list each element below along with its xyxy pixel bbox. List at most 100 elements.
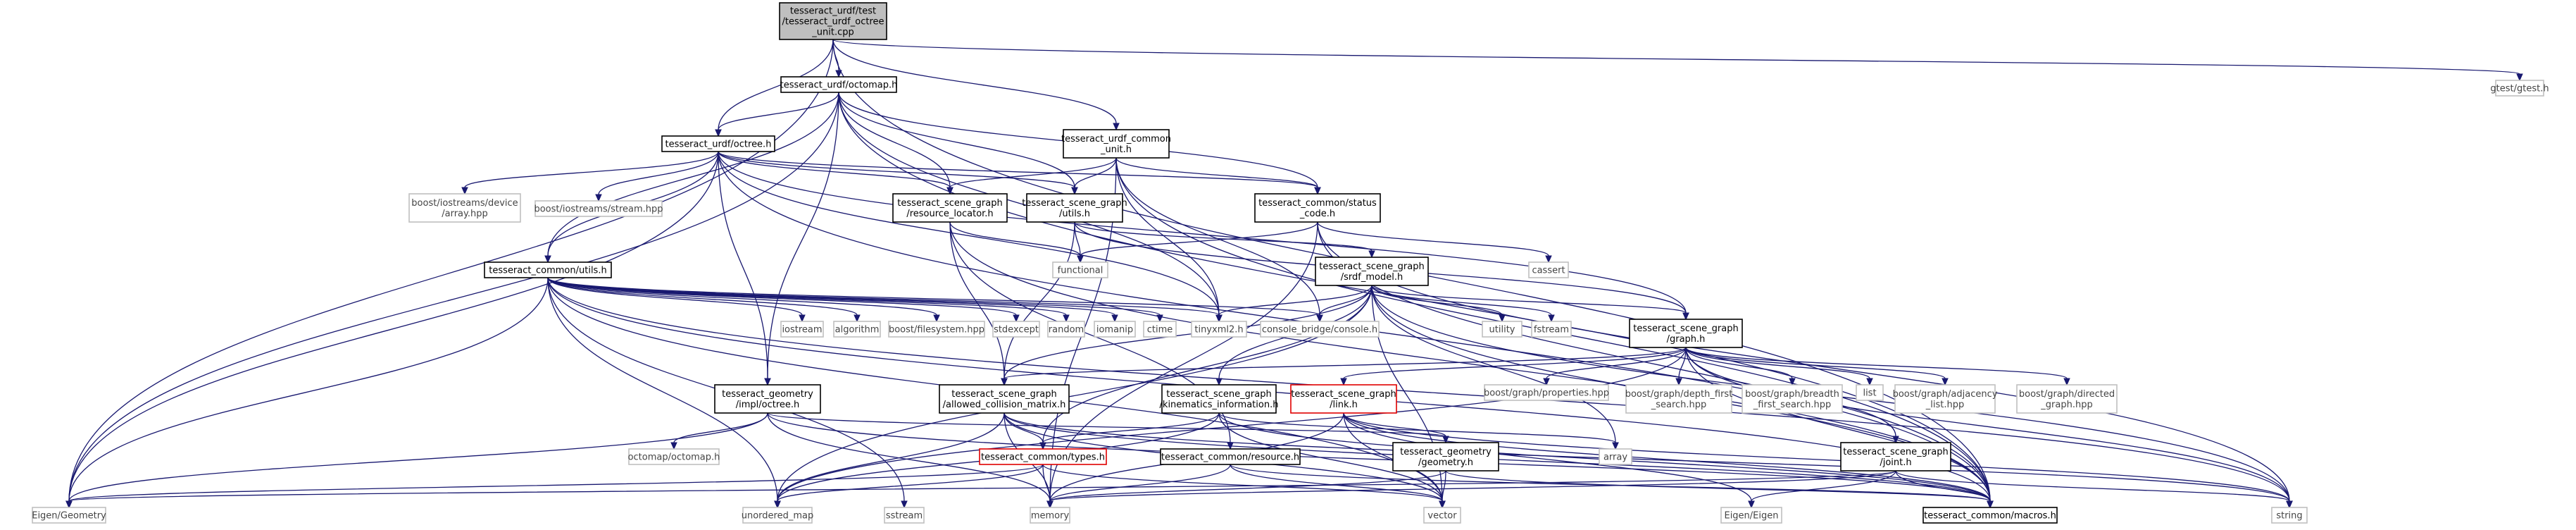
include-edge	[461, 151, 719, 195]
edge-line	[767, 92, 839, 379]
edge-line	[1049, 470, 1446, 502]
file-node-geometry-h[interactable]: tesseract_geometry/geometry.h	[1392, 442, 1499, 472]
node-label: memory	[1031, 511, 1070, 522]
file-node-utility: utility	[1482, 321, 1523, 338]
edge-line	[598, 151, 719, 195]
node-box	[1625, 384, 1732, 414]
node-label: gtest/gtest.h	[2490, 84, 2549, 94]
node-label: tesseract_geometry	[722, 389, 813, 400]
file-node-joint-h[interactable]: tesseract_scene_graph/joint.h	[1840, 442, 1951, 472]
node-label: _list.hpp	[1925, 400, 1964, 410]
file-node-macros-h[interactable]: tesseract_common/macros.h	[1922, 507, 2058, 524]
node-box	[1191, 321, 1247, 338]
include-edge	[1343, 412, 1449, 444]
include-edge	[774, 464, 1044, 509]
edge-arrowhead	[1001, 378, 1008, 386]
node-box	[661, 135, 775, 152]
edge-arrowhead	[1063, 314, 1070, 323]
node-label: tesseract_common/utils.h	[489, 266, 606, 276]
edge-line	[1371, 285, 1552, 316]
include-edge	[1340, 347, 1687, 386]
file-node-functional: functional	[1052, 261, 1108, 278]
node-label: _graph.hpp	[2040, 400, 2092, 410]
file-node-kinematics-info[interactable]: tesseract_scene_graph/kinematics_informa…	[1160, 384, 1279, 414]
include-edge	[1685, 347, 1949, 386]
file-node-common-utils[interactable]: tesseract_common/utils.h	[484, 261, 612, 278]
edge-arrowhead	[715, 129, 722, 137]
edge-arrowhead	[854, 314, 861, 323]
file-node-geometry-octree[interactable]: tesseract_geometry/impl/octree.h	[714, 384, 821, 414]
include-edge	[1685, 347, 2070, 386]
edge-arrowhead	[774, 500, 781, 509]
node-box	[1922, 507, 2058, 524]
file-node-link-h[interactable]: tesseract_scene_graph/link.h	[1290, 384, 1397, 414]
file-node-graph-h[interactable]: tesseract_scene_graph/graph.h	[1629, 319, 1743, 348]
edge-line	[68, 151, 719, 502]
include-edge	[595, 151, 719, 202]
file-node-resource-locator[interactable]: tesseract_scene_graph/resource_locator.h	[892, 193, 1008, 223]
node-label: octomap/octomap.h	[628, 452, 720, 463]
file-node-common-unit[interactable]: tesseract_urdf_common_unit.h	[1061, 129, 1171, 159]
include-edge	[715, 92, 839, 137]
edge-line	[1003, 285, 1373, 379]
edge-arrowhead	[1612, 442, 1619, 450]
node-label: _first_search.hpp	[1753, 400, 1831, 410]
file-node-octree-h[interactable]: tesseract_urdf/octree.h	[661, 135, 775, 152]
file-node-status-code[interactable]: tesseract_common/status_code.h	[1254, 193, 1381, 223]
edge-line	[1442, 470, 1446, 502]
edge-arrowhead	[1748, 500, 1755, 509]
edge-line	[1218, 412, 1616, 443]
node-box	[1599, 448, 1632, 465]
file-node-eigen-geometry: Eigen/Geometry	[32, 507, 106, 524]
node-label: /kinematics_information.h	[1160, 400, 1279, 410]
file-node-allowed-collision[interactable]: tesseract_scene_graph/allowed_collision_…	[939, 384, 1070, 414]
edge-arrowhead	[835, 70, 842, 78]
include-edge	[1001, 347, 1687, 386]
edge-line	[1042, 464, 1051, 502]
node-box	[714, 384, 821, 414]
file-node-resource-h[interactable]: tesseract_common/resource.h	[1160, 448, 1301, 465]
file-node-types-h[interactable]: tesseract_common/types.h	[979, 448, 1107, 465]
edge-line	[1115, 157, 1320, 316]
node-box	[1254, 193, 1381, 223]
include-edge	[1895, 470, 2293, 509]
include-edge	[1039, 412, 1220, 450]
include-edge	[547, 277, 861, 323]
edge-arrowhead	[1942, 378, 1949, 386]
edge-line	[1042, 285, 1373, 443]
node-box	[780, 76, 897, 93]
edge-line	[777, 347, 1687, 502]
edge-arrowhead	[1789, 378, 1796, 386]
node-label: _code.h	[1299, 209, 1335, 219]
edge-line	[1218, 285, 1373, 316]
edge-line	[1371, 285, 1503, 316]
edge-arrowhead	[1675, 378, 1682, 386]
edge-line	[1751, 470, 1896, 502]
file-node-srdf-model[interactable]: tesseract_scene_graph/srdf_model.h	[1315, 257, 1429, 286]
edge-arrowhead	[1071, 187, 1078, 195]
edge-line	[547, 277, 1320, 316]
edge-arrowhead	[1077, 255, 1084, 264]
file-node-fstream: fstream	[1531, 321, 1572, 338]
file-node-octomap-h[interactable]: tesseract_urdf/octomap.h	[780, 76, 898, 93]
include-edge	[670, 412, 768, 450]
node-box	[939, 384, 1070, 414]
include-edge	[1074, 221, 1084, 264]
include-edge	[1215, 285, 1373, 323]
edge-line	[1074, 157, 1117, 188]
file-node-boost-graph-props: boost/graph/properties.hpp	[1484, 384, 1609, 401]
edge-line	[1685, 347, 1793, 379]
edge-arrowhead	[764, 378, 771, 386]
edge-arrowhead	[1368, 250, 1375, 259]
file-node-root[interactable]: tesseract_urdf/test/tesseract_urdf_octre…	[779, 2, 887, 40]
edge-line	[1115, 157, 1318, 188]
file-node-sg-utils[interactable]: tesseract_scene_graph/utils.h	[1022, 193, 1127, 223]
node-label: /allowed_collision_matrix.h	[943, 400, 1066, 410]
edge-arrowhead	[595, 194, 602, 202]
node-label: Eigen/Eigen	[1724, 511, 1778, 522]
edge-line	[832, 39, 2520, 75]
node-box	[1531, 321, 1572, 338]
node-label: tesseract_scene_graph	[1843, 447, 1948, 457]
node-label: tesseract_urdf/octree.h	[665, 140, 772, 150]
node-label: random	[1049, 325, 1084, 335]
